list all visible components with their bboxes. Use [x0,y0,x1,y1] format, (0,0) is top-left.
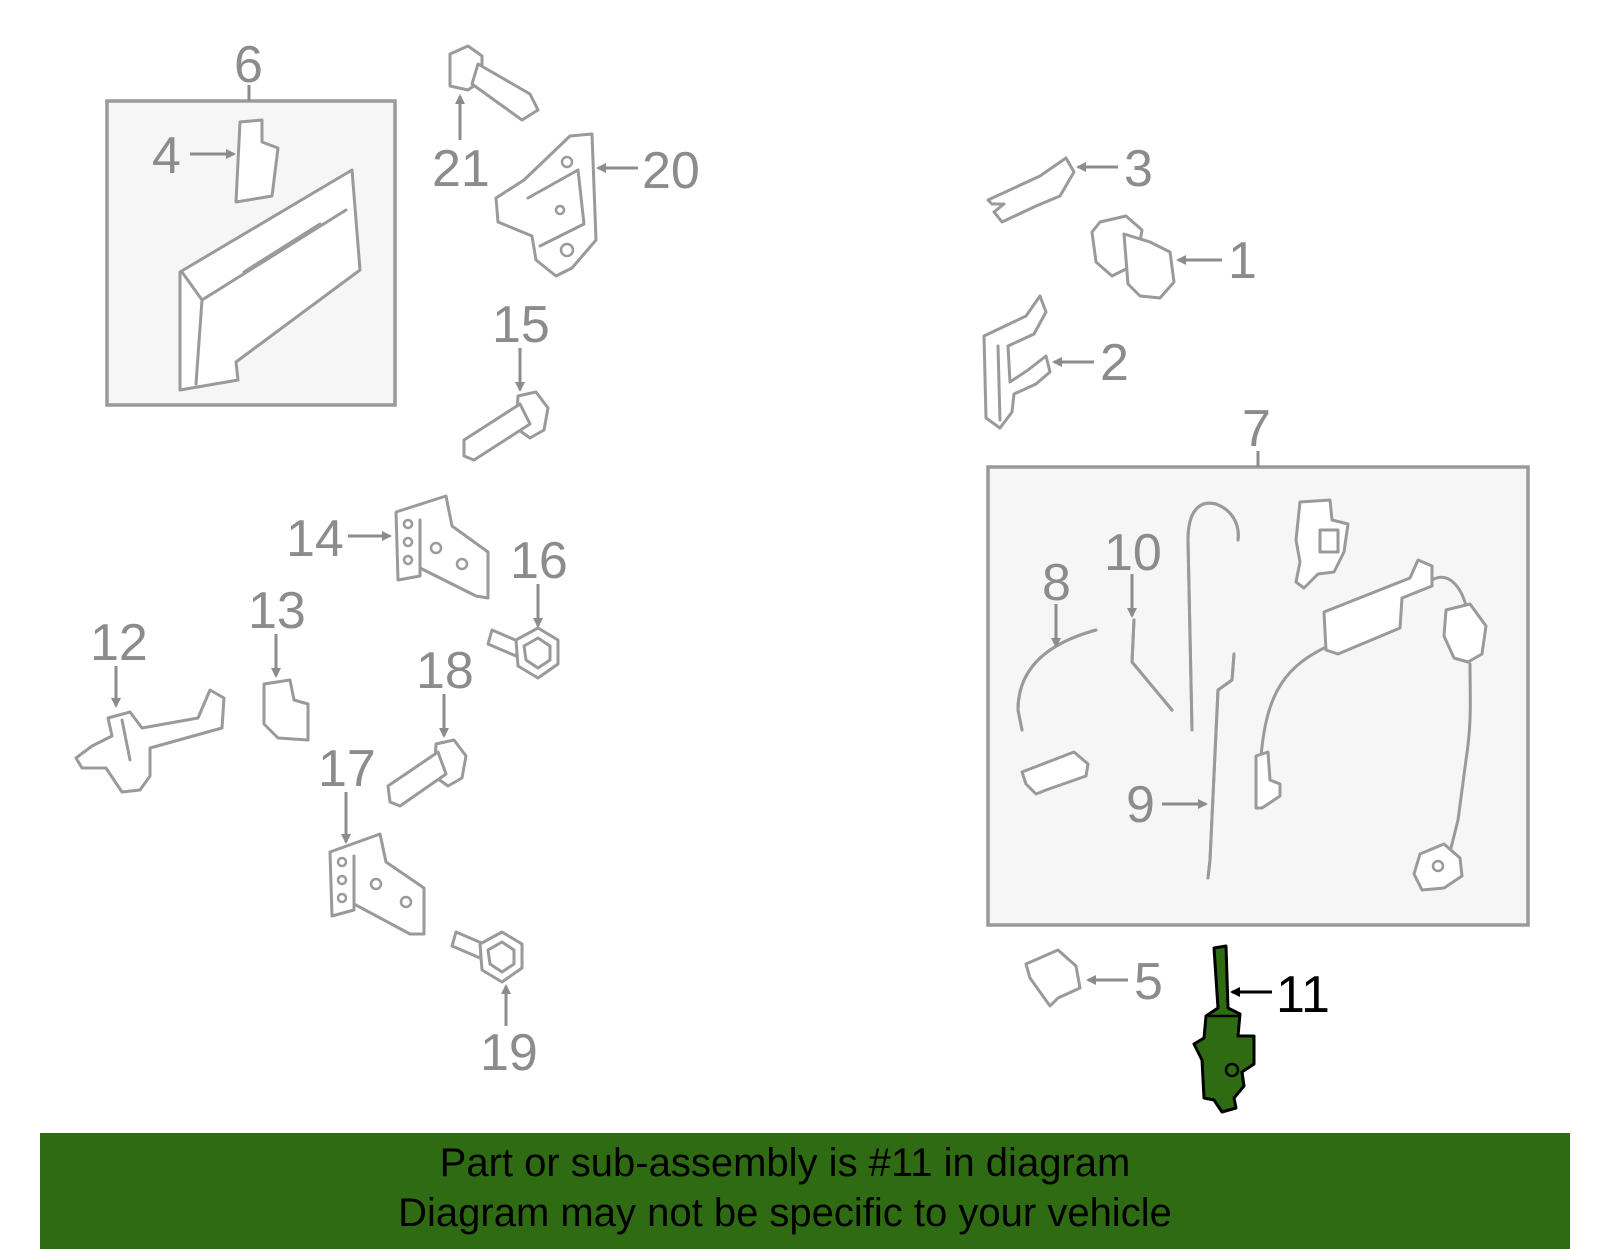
part-11-highlighted[interactable] [1192,944,1256,1114]
part-17-hinge [328,832,426,936]
callout-14: 14 [286,510,344,568]
part-20-striker [494,132,598,278]
callout-21: 21 [432,140,490,198]
callout-20: 20 [642,142,700,200]
part-cable-assembly [1254,558,1488,892]
part-16-bolt [486,626,560,680]
part-block [1020,750,1090,796]
callout-8: 8 [1042,554,1071,612]
part-8-rod [1016,628,1098,732]
callout-15: 15 [492,296,550,354]
part-5-clip [1024,948,1082,1008]
callout-16: 16 [510,532,568,590]
banner-line-2: Diagram may not be specific to your vehi… [398,1191,1172,1235]
banner-line-1: Part or sub-assembly is #11 in diagram [439,1141,1131,1185]
callout-4: 4 [152,127,181,185]
callout-11: 11 [1276,966,1330,1024]
part-3-clip [986,156,1076,224]
part-9-rod [1206,652,1236,880]
callout-7: 7 [1242,400,1271,458]
part-15-bolt [462,390,550,462]
info-banner: Part or sub-assembly is #11 in diagram D… [40,1133,1570,1249]
part-10-rod [1130,618,1174,712]
callout-1: 1 [1228,232,1257,290]
part-13-pad [262,678,310,742]
part-hook-rod [1186,501,1240,732]
part-1-cylinder [1090,214,1176,300]
callout-10: 10 [1104,524,1162,582]
part-18-bolt [386,738,468,808]
part-21-bolt [448,44,540,122]
callout-3: 3 [1124,140,1153,198]
callout-18: 18 [416,642,474,700]
callout-13: 13 [248,582,306,640]
part-4-bracket [234,118,280,204]
part-2-bracket [982,294,1052,430]
part-19-bolt [450,930,524,984]
callout-2: 2 [1100,334,1129,392]
part-12-handle [74,688,226,794]
callout-12: 12 [90,614,148,672]
callout-17: 17 [318,740,376,798]
part-14-hinge [394,494,490,600]
callout-6: 6 [234,36,263,94]
part-actuator [1294,498,1350,590]
callout-19: 19 [480,1024,538,1082]
callout-9: 9 [1126,776,1155,834]
part-6-module [178,168,362,392]
callout-5: 5 [1134,953,1163,1011]
